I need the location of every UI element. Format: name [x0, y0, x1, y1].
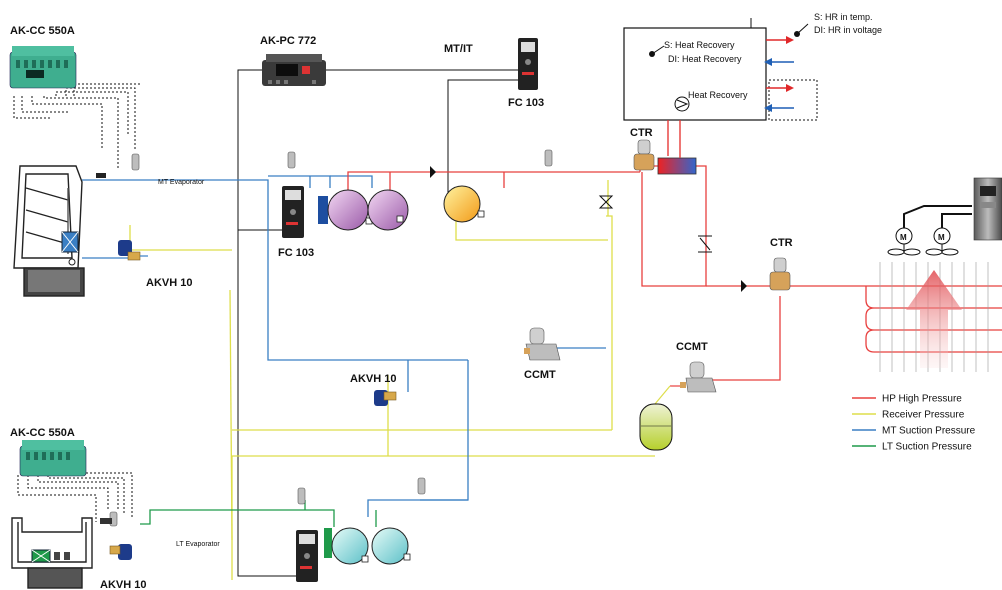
gas-cooler-fan-2 — [925, 227, 959, 256]
hr-pump-label: Heat Recovery — [688, 90, 748, 100]
fc103-drive-top — [518, 38, 538, 90]
fc103-mid-label: FC 103 — [278, 247, 314, 259]
flow-arrow-hp — [430, 166, 436, 178]
control-wiring — [13, 18, 818, 577]
mt-compressor-2 — [367, 189, 409, 231]
ctr-right-label: CTR — [770, 237, 793, 249]
legend-label: LT Suction Pressure — [882, 442, 972, 453]
akvh-valve-bottom — [109, 544, 132, 560]
receiver-pressure-pipes — [129, 180, 655, 580]
lt-display-case — [11, 517, 93, 589]
ctr-valve-top — [633, 139, 655, 171]
ccmt-right-label: CCMT — [676, 341, 708, 353]
mt-display-case — [13, 165, 85, 297]
hr-di-label: DI: Heat Recovery — [668, 54, 742, 64]
flow-arrow-hp-2 — [741, 280, 747, 292]
fan-drive-cabinet — [973, 177, 1002, 241]
mt-compressor-1 — [318, 189, 373, 231]
fc103-drive-bottom — [296, 530, 318, 582]
ccmt-valve-mid — [524, 327, 561, 361]
akcc-bottom-label: AK-CC 550A — [10, 427, 75, 439]
ctr-valve-right — [769, 257, 791, 291]
ctr-top-label: CTR — [630, 127, 653, 139]
ccmt-mid-label: CCMT — [524, 369, 556, 381]
mt-expansion-valve-small — [96, 173, 106, 178]
it-compressor — [443, 185, 485, 223]
akvh-mid-label: AKVH 10 — [350, 373, 396, 385]
fan-motor-1-label: M — [900, 233, 907, 242]
check-valve-icon — [698, 235, 712, 253]
heat-exchanger — [657, 157, 697, 175]
fc103-top-label: FC 103 — [508, 97, 544, 109]
mt-evaporator-label: MT Evaporator — [158, 179, 205, 186]
heat-recovery-unit — [623, 27, 767, 158]
fc103-drive-mid — [282, 186, 304, 238]
mt-suction-pipes — [82, 175, 606, 517]
heat-dissipation-arrow — [906, 270, 962, 368]
legend-label: MT Suction Pressure — [882, 426, 976, 437]
lt-evaporator-label: LT Evaporator — [176, 541, 220, 548]
lt-compressor-1 — [324, 527, 369, 565]
akpc-label: AK-PC 772 — [260, 35, 316, 47]
fan-motor-2-label: M — [938, 233, 945, 242]
fan-control-wiring — [903, 205, 972, 228]
mtit-label: MT/IT — [444, 43, 473, 55]
akvh-bottom-label: AKVH 10 — [100, 579, 146, 590]
akvh-valve-mid — [374, 390, 397, 406]
hr-s-label: S: Heat Recovery — [664, 40, 735, 50]
gas-cooler-fan-1 — [887, 227, 921, 256]
hr-sensor-icon — [649, 45, 665, 57]
pressure-transmitter-icons — [109, 149, 553, 527]
akpc-controller — [262, 54, 326, 86]
lt-suction-pipes — [140, 500, 377, 527]
liquid-receiver — [639, 403, 673, 451]
hr-volt-label: DI: HR in voltage — [814, 25, 882, 35]
case-sensor-icon — [68, 258, 76, 266]
lt-compressor-2 — [371, 527, 411, 565]
hr-out-in-arrows — [764, 36, 794, 112]
akvh-valve-top — [118, 240, 148, 261]
ccmt-valve-right — [680, 361, 717, 393]
lt-expansion-valve-small — [100, 518, 112, 524]
akcc-controller-bottom — [19, 440, 87, 477]
akcc-top-label: AK-CC 550A — [10, 25, 75, 37]
bypass-valve-icon — [598, 195, 614, 209]
legend-label: Receiver Pressure — [882, 410, 965, 421]
hr-temp-label: S: HR in temp. — [814, 12, 873, 22]
akcc-controller-top — [9, 46, 77, 89]
hr-in-sensor-icon — [794, 23, 809, 37]
legend-label: HP High Pressure — [882, 394, 962, 405]
akvh-top-label: AKVH 10 — [146, 277, 192, 289]
